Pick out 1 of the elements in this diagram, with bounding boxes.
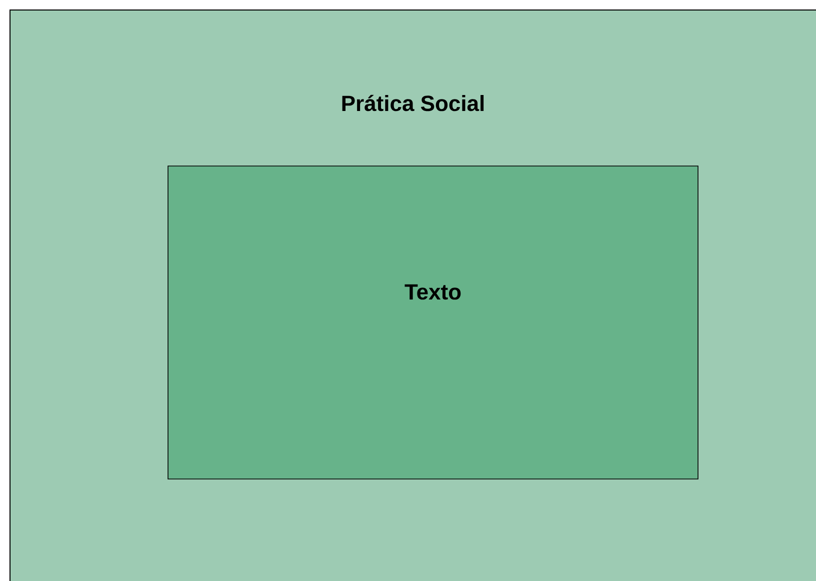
text-box: Texto [168,166,698,480]
